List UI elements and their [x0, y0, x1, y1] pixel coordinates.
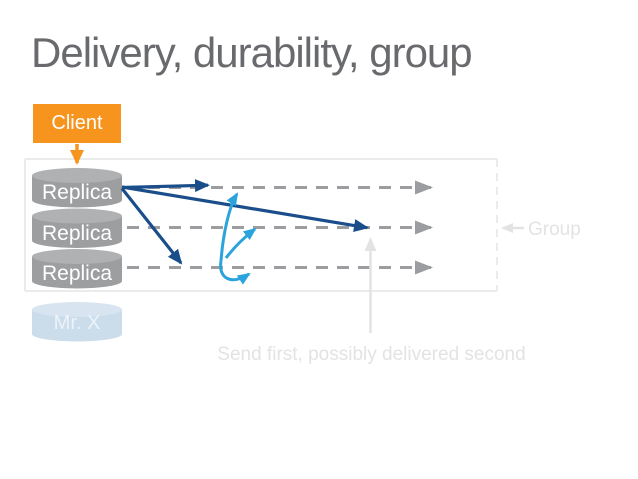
send-arrow-3	[120, 187, 183, 265]
replica-cylinder-3	[32, 249, 122, 289]
replica-cylinder-1	[32, 168, 122, 208]
redelivery-arrow-up	[219, 192, 239, 262]
replica-cylinder-2	[32, 208, 122, 249]
mr-x-label: Mr. X	[53, 312, 101, 334]
redelivery-arrows	[219, 192, 257, 285]
redelivery-arrow-loop	[219, 260, 251, 285]
replica-label-3: Replica	[41, 262, 113, 285]
message-timelines	[127, 180, 433, 275]
mr-x-cylinder	[32, 302, 122, 342]
client-box: Client	[33, 104, 121, 143]
caption-text: Send first, possibly delivered second	[217, 344, 526, 365]
slide-title: Delivery, durability, group	[31, 29, 473, 76]
client-label: Client	[51, 112, 103, 134]
group-box	[24, 158, 498, 292]
redelivery-arrow-mid	[224, 227, 257, 259]
send-arrow-2	[121, 185, 369, 232]
replica-label-2: Replica	[41, 221, 113, 245]
group-label: Group	[528, 219, 581, 240]
send-arrows	[120, 179, 369, 265]
replica-label-1: Replica	[41, 181, 113, 204]
send-arrow-1	[121, 179, 210, 193]
